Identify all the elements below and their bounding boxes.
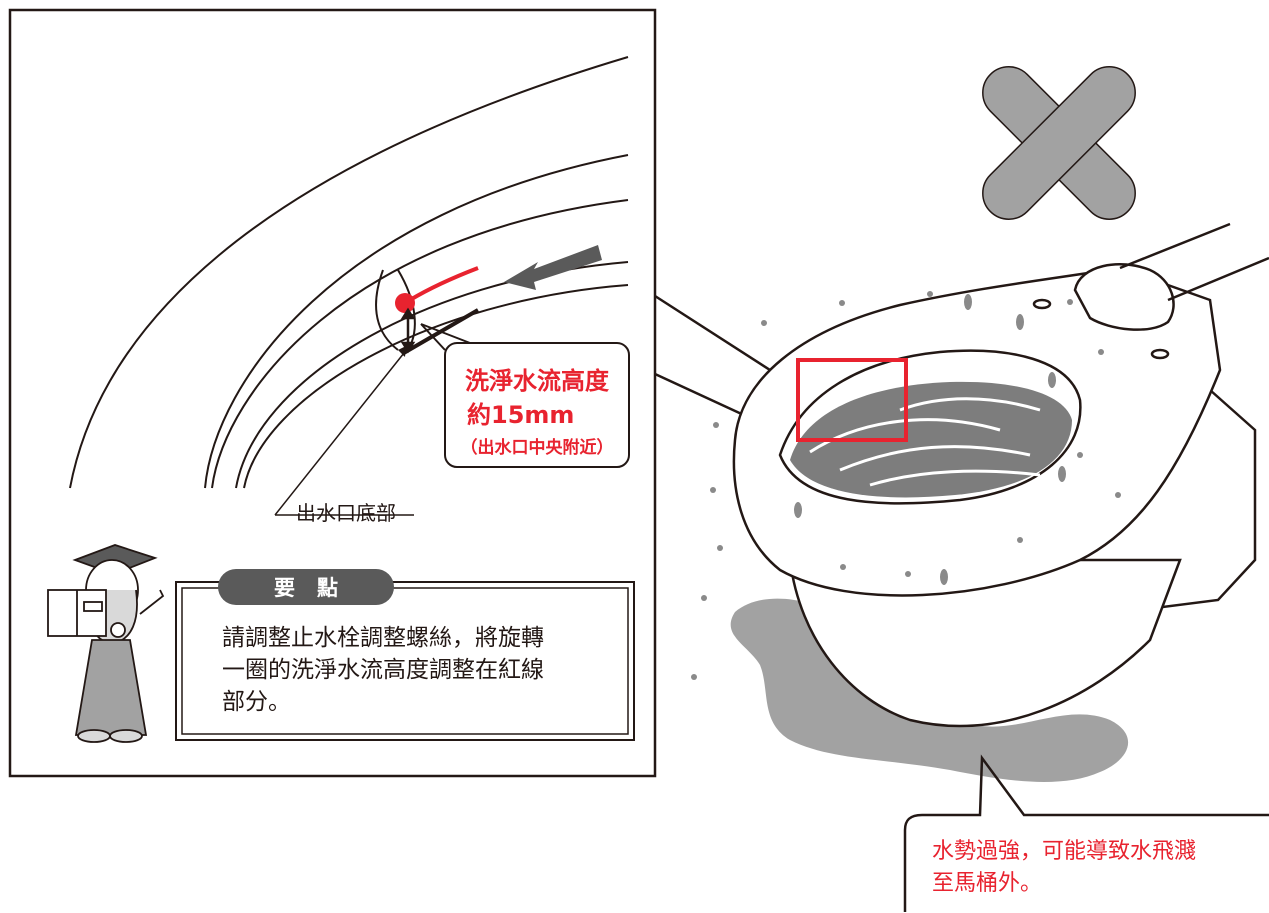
warning-line: 至馬桶外。 xyxy=(932,871,1043,896)
warning-line: 水勢過強，可能導致水飛濺 xyxy=(932,839,1197,864)
outlet-highlight xyxy=(796,358,908,442)
flow-arrow-icon xyxy=(504,245,602,290)
warning-text: 水勢過強，可能導致水飛濺 至馬桶外。 xyxy=(932,836,1269,900)
outlet-bottom-label: 出水口底部 xyxy=(296,501,396,525)
tip-heading: 要點 xyxy=(274,576,360,600)
callout-line-3: （出水口中央附近） xyxy=(460,438,614,458)
water-height-callout: 洗淨水流高度 約15mm （出水口中央附近） xyxy=(445,343,629,467)
warning-callout xyxy=(903,754,1269,912)
tip-line: 部分。 xyxy=(222,689,291,715)
outlet-dot xyxy=(395,293,415,313)
tip-text: 請調整止水栓調整螺絲，將旋轉 一圈的洗淨水流高度調整在紅線 部分。 xyxy=(222,622,602,718)
tip-box xyxy=(175,581,635,741)
professor-figure xyxy=(47,544,165,743)
tip-line: 一圈的洗淨水流高度調整在紅線 xyxy=(222,657,544,683)
tip-line: 請調整止水栓調整螺絲，將旋轉 xyxy=(222,625,544,651)
water-height-line xyxy=(408,266,479,302)
cross-icon xyxy=(982,66,1136,220)
callout-line-1: 洗淨水流高度 xyxy=(465,367,609,395)
callout-line-2: 約15mm xyxy=(467,401,575,429)
splash-drops xyxy=(691,291,1121,680)
